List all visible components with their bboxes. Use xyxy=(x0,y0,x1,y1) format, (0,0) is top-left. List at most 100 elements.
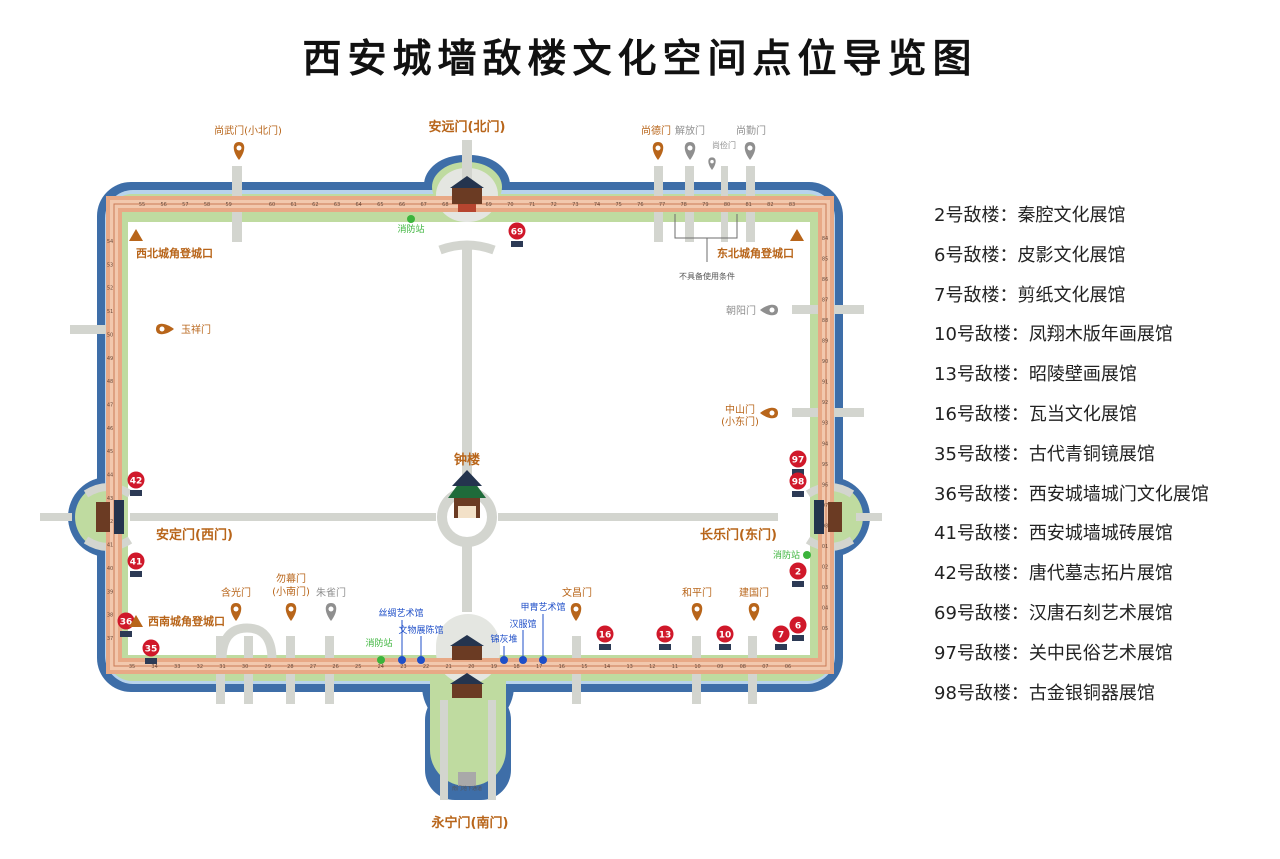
tower-badge-label[interactable]: 36 xyxy=(120,618,133,628)
legend-item: 2号敌楼：秦腔文化展馆 xyxy=(934,205,1126,226)
tower-badge-label[interactable]: 69 xyxy=(511,228,524,238)
pin-icon-qumu[interactable] xyxy=(285,603,297,621)
tower-marker xyxy=(792,581,804,587)
pin-icon-shangde[interactable] xyxy=(652,142,664,160)
pin-icon-hanguang[interactable] xyxy=(230,603,242,621)
pin-icon-shangwu[interactable] xyxy=(233,142,245,160)
tower-marker xyxy=(792,469,804,475)
tower-badge-label[interactable]: 10 xyxy=(719,631,732,641)
tower-badge-label[interactable]: 2 xyxy=(795,568,801,578)
tower-marker xyxy=(792,491,804,497)
corner-access-icon-nw[interactable] xyxy=(129,229,143,241)
tower-badge-circle[interactable] xyxy=(127,471,145,489)
venue-armor-label: 甲胄艺术馆 xyxy=(520,601,565,613)
wall-tower-number: 68 xyxy=(442,202,448,208)
pin-icon-shangjian[interactable] xyxy=(708,157,716,170)
venue-dots[interactable] xyxy=(398,614,547,664)
venue-hanfu-label: 汉服馆 xyxy=(509,618,536,630)
wall-tower-number: 30 xyxy=(242,664,248,670)
wall-tower-number: 20 xyxy=(468,664,474,670)
tower-badges[interactable]: 69 42 41 36 35 16 13 10 7 6 2 97 98 xyxy=(117,222,807,665)
wall-tower-number: 43 xyxy=(107,496,113,502)
pin-icon-yuxiang[interactable] xyxy=(156,323,174,335)
wall-tower-number: 46 xyxy=(107,426,113,432)
gate-jiefang-label: 解放门 xyxy=(675,124,705,137)
wall-tower-number: 80 xyxy=(724,202,730,208)
wall-tower-number: 65 xyxy=(377,202,383,208)
pin-icon-zhuque[interactable] xyxy=(325,603,337,621)
tower-badge-label[interactable]: 16 xyxy=(599,631,612,641)
pin-dot xyxy=(769,410,775,416)
gate-south-label: 永宁门(南门) xyxy=(431,815,509,831)
wall-tower-number: 59 xyxy=(225,202,231,208)
underpass-label: 南门地下通道 xyxy=(452,785,482,792)
tower-badge-circle[interactable] xyxy=(789,450,807,468)
pin-icon-shangqin[interactable] xyxy=(744,142,756,160)
tower-marker xyxy=(145,658,157,664)
wall-tower-number: 62 xyxy=(312,202,318,208)
pin-icon-wenchang[interactable] xyxy=(570,603,582,621)
tower-badge-circle[interactable] xyxy=(789,616,807,634)
gate-shangjian-label: 尚俭门 xyxy=(712,140,736,150)
wall-tower-number: 89 xyxy=(822,339,828,345)
wall-tower-number: 41 xyxy=(107,543,113,549)
wall-tower-number: 34 xyxy=(151,664,157,670)
wall-tower-number: 90 xyxy=(822,359,828,365)
wall-tower-number: 66 xyxy=(399,202,405,208)
wall-tower-number: 05 xyxy=(822,626,828,632)
legend-item: 16号敌楼：瓦当文化展馆 xyxy=(934,403,1137,425)
tower-badge-label[interactable]: 35 xyxy=(145,645,158,655)
tower-badge-label[interactable]: 6 xyxy=(795,622,801,632)
tower-badge-circle[interactable] xyxy=(596,625,614,643)
gate-pins[interactable] xyxy=(129,142,804,627)
tower-badge-circle[interactable] xyxy=(127,552,145,570)
tower-badge-circle[interactable] xyxy=(789,562,807,580)
wall-tower-number: 19 xyxy=(491,664,497,670)
tower-badge-label[interactable]: 97 xyxy=(792,456,805,466)
tower-marker xyxy=(719,644,731,650)
fire-station-north-label: 消防站 xyxy=(397,223,424,235)
corner-access-icon-sw[interactable] xyxy=(129,615,143,627)
legend-item: 6号敌楼：皮影文化展馆 xyxy=(934,244,1126,266)
tower-badge-circle[interactable] xyxy=(508,222,526,240)
tower-badge-label[interactable]: 7 xyxy=(778,631,784,641)
venue-relics-label: 文物展陈馆 xyxy=(398,624,443,636)
wall-tower-number: 86 xyxy=(822,277,828,283)
gate-shangde-label: 尚德门 xyxy=(641,124,671,137)
wall-tower-number: 84 xyxy=(822,236,828,242)
pin-dot xyxy=(694,606,700,612)
pin-icon-chaoyang[interactable] xyxy=(760,304,778,316)
tower-badge-label[interactable]: 13 xyxy=(659,631,672,641)
pin-icon-zhongshan[interactable] xyxy=(760,407,778,419)
legend-item: 13号敌楼：昭陵壁画展馆 xyxy=(934,364,1137,386)
wall-tower-number: 44 xyxy=(107,473,113,479)
tower-badge-label[interactable]: 42 xyxy=(130,477,143,487)
pin-dot xyxy=(236,145,242,151)
wall-tower-number: 57 xyxy=(182,202,188,208)
tower-badge-label[interactable]: 41 xyxy=(130,558,143,568)
wall-tower-number: 12 xyxy=(649,664,655,670)
tower-badge-circle[interactable] xyxy=(656,625,674,643)
gate-east-label: 长乐门(东门) xyxy=(700,527,777,543)
pin-icon-jianguo[interactable] xyxy=(748,603,760,621)
tower-badge-circle[interactable] xyxy=(772,625,790,643)
gate-heping-label: 和平门 xyxy=(682,586,712,599)
pin-icon-heping[interactable] xyxy=(691,603,703,621)
tower-badge-label[interactable]: 98 xyxy=(792,478,805,488)
fire-station-south-label: 消防站 xyxy=(365,637,392,649)
corner-access-icon-ne[interactable] xyxy=(790,229,804,241)
wall-tower-number: 92 xyxy=(822,400,828,406)
tower-badge-circle[interactable] xyxy=(142,639,160,657)
legend-item: 41号敌楼：西安城墙城砖展馆 xyxy=(934,523,1173,545)
wall-tower-number: 28 xyxy=(287,664,293,670)
wall-tower-number: 81 xyxy=(745,202,751,208)
wall-tower-number: 60 xyxy=(269,202,275,208)
wall-tower-number: 16 xyxy=(559,664,565,670)
wall-tower-number: 27 xyxy=(310,664,316,670)
wall-tower-number: 13 xyxy=(626,664,632,670)
corner-sw-label: 西南城角登城口 xyxy=(148,614,225,628)
pin-icon-jiefang[interactable] xyxy=(684,142,696,160)
tower-badge-circle[interactable] xyxy=(789,472,807,490)
tower-badge-circle[interactable] xyxy=(716,625,734,643)
